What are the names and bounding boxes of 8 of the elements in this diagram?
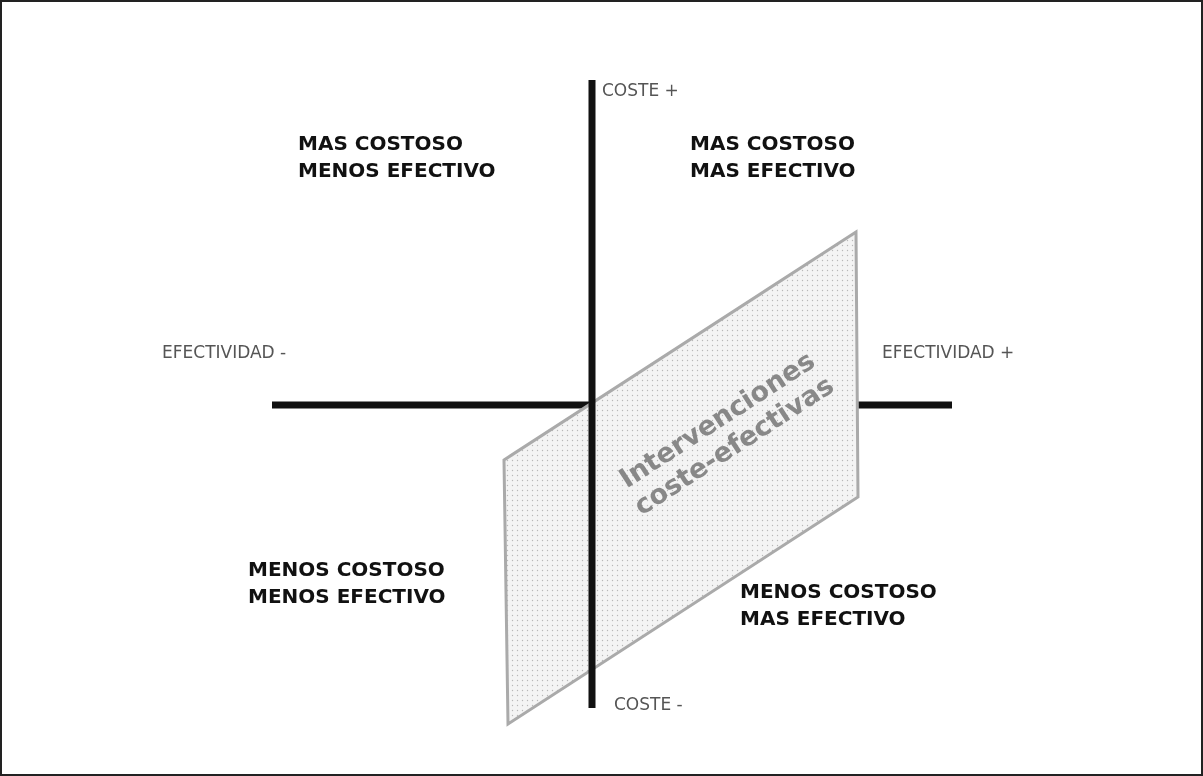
axis-label: COSTE - (614, 694, 683, 714)
quadrant-label: MENOS COSTOSO MENOS EFECTIVO (248, 556, 447, 610)
quadrant-label: MAS COSTOSO MENOS EFECTIVO (298, 130, 497, 184)
quadrant-label: MENOS COSTOSO MAS EFECTIVO (740, 578, 938, 632)
axis-label: EFECTIVIDAD - (162, 342, 287, 362)
axis-label: EFECTIVIDAD + (882, 342, 1015, 362)
axis-label: COSTE + (602, 80, 679, 100)
quadrant-label: MAS COSTOSO MAS EFECTIVO (690, 130, 857, 184)
